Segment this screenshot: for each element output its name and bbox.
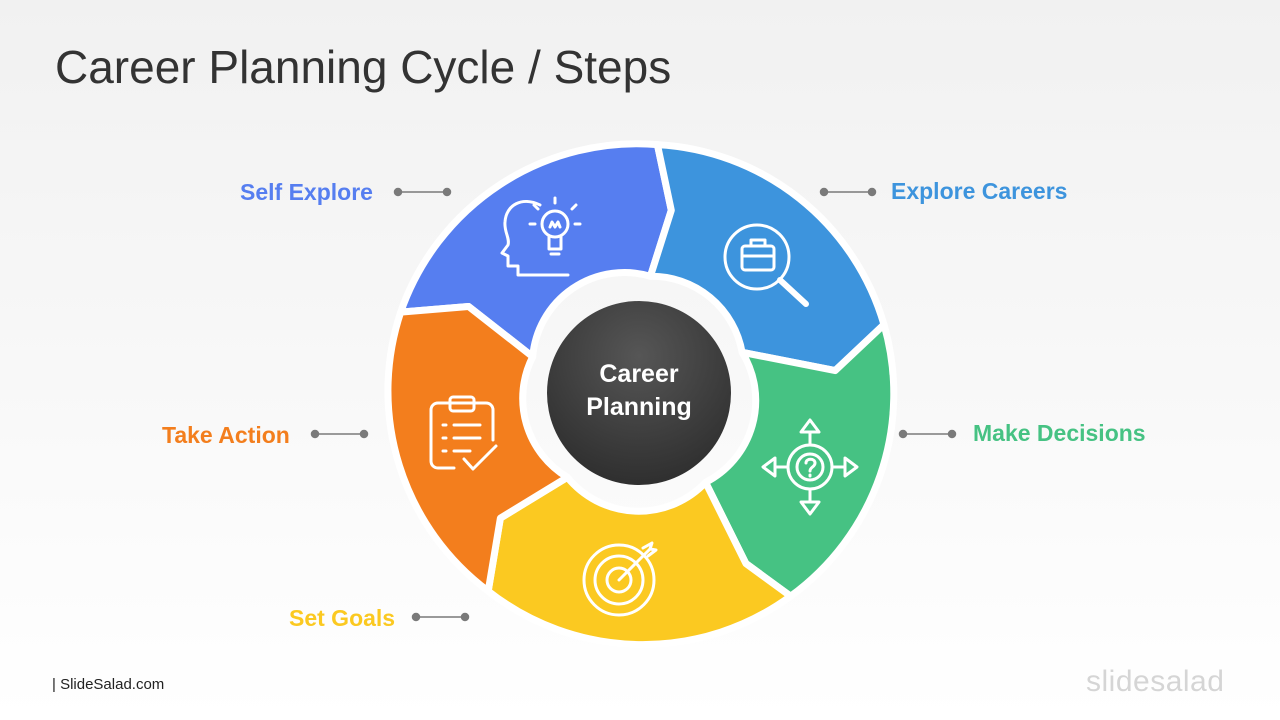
connector-self-explore xyxy=(393,187,452,197)
segment-explore-careers xyxy=(646,141,888,375)
label-make-decisions: Make Decisions xyxy=(973,420,1146,446)
head-lightbulb-icon xyxy=(500,196,582,277)
connector-make-decisions xyxy=(898,429,957,439)
center-label-line2: Planning xyxy=(586,393,692,421)
label-explore-careers: Explore Careers xyxy=(891,178,1068,204)
clipboard-check-icon xyxy=(429,395,498,471)
label-self-explore: Self Explore xyxy=(240,179,373,205)
connector-set-goals xyxy=(411,612,470,622)
page-title: Career Planning Cycle / Steps xyxy=(55,41,672,93)
briefcase-search-icon xyxy=(723,223,809,307)
center-label-line1: Career xyxy=(599,360,679,388)
target-arrow-icon xyxy=(582,541,658,617)
label-take-action: Take Action xyxy=(162,422,290,448)
label-set-goals: Set Goals xyxy=(289,605,396,631)
center-circle xyxy=(547,301,731,485)
connector-take-action xyxy=(310,429,369,439)
segment-take-action xyxy=(384,303,571,595)
footer-credit: | SlideSalad.com xyxy=(52,676,165,693)
decision-gear-arrows-icon xyxy=(761,418,859,516)
brand-watermark: slidesalad xyxy=(1086,665,1225,698)
center-label: Career Planning xyxy=(549,358,729,424)
connector-explore-careers xyxy=(819,187,877,197)
